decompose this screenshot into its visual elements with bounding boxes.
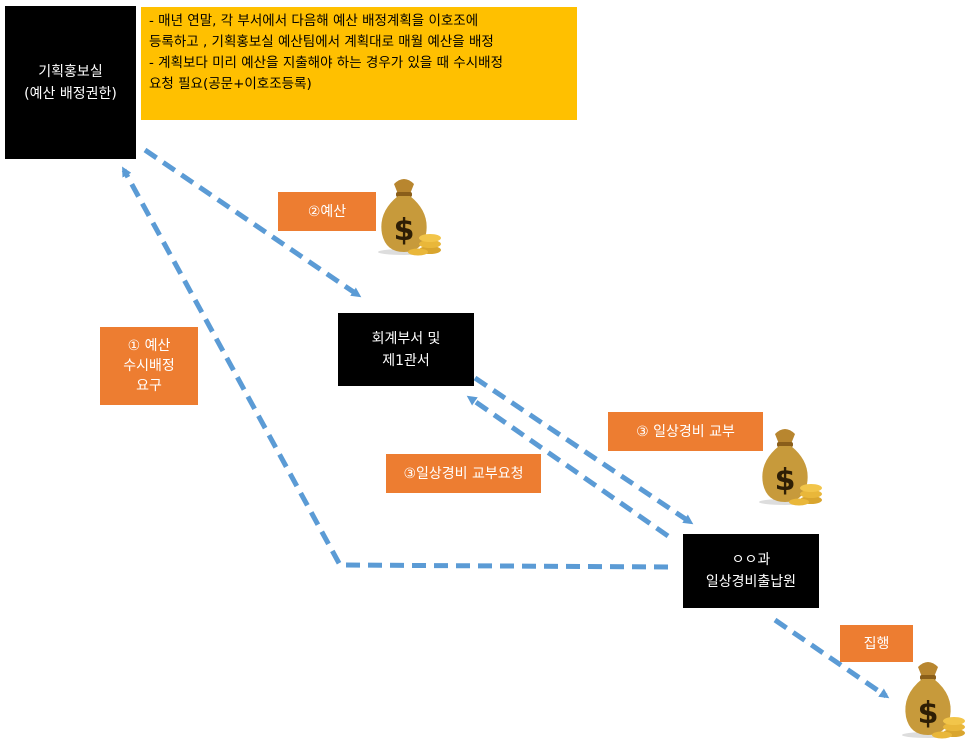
note-line: - 계획보다 미리 예산을 지출해야 하는 경우가 있을 때 수시배정 (149, 55, 503, 71)
money-bag-icon: $ (902, 662, 965, 739)
label-request: ① 예산 수시배정 요구 (100, 327, 198, 405)
node-planning-subtitle: (예산 배정권한) (24, 85, 117, 102)
node-accounting-line2: 제1관서 (382, 352, 430, 369)
arrow-request (121, 166, 669, 570)
node-dept-line1: ㅇㅇ과 (731, 552, 771, 568)
money-bag-icon: $ (378, 179, 441, 256)
node-accounting-line1: 회계부서 및 (371, 330, 441, 347)
money-bag-icon: $ (759, 429, 822, 506)
label-execute: 집행 (840, 625, 913, 662)
node-accounting: 회계부서 및 제1관서 (338, 313, 474, 386)
label-issue-request: ③일상경비 교부요청 (386, 454, 541, 493)
label-budget: ②예산 (278, 192, 376, 231)
svg-text:$: $ (394, 213, 415, 248)
note-line: - 매년 연말, 각 부서에서 다음해 예산 배정계획을 이호조에 (149, 13, 479, 29)
arrow-execute (773, 617, 890, 699)
node-dept-line2: 일상경비출납원 (705, 574, 797, 590)
svg-text:$: $ (918, 696, 939, 731)
note-box: - 매년 연말, 각 부서에서 다음해 예산 배정계획을 이호조에 등록하고 ,… (141, 7, 577, 120)
node-dept: ㅇㅇ과 일상경비출납원 (683, 534, 819, 608)
label-issue: ③ 일상경비 교부 (608, 412, 763, 451)
arrow-issue-request (466, 395, 670, 539)
note-line: 요청 필요(공문+이호조등록) (149, 76, 312, 92)
note-line: 등록하고 , 기획홍보실 예산팀에서 계획대로 매월 예산을 배정 (149, 34, 494, 50)
svg-text:$: $ (775, 463, 796, 498)
node-planning-title: 기획홍보실 (38, 63, 103, 80)
node-planning: 기획홍보실 (예산 배정권한) (5, 6, 136, 159)
